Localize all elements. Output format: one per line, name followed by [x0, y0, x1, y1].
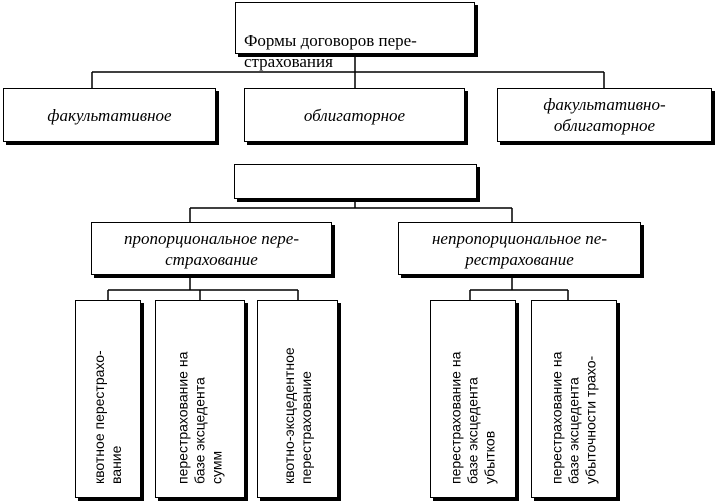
leaf-label-excess-of-loss: перестрахование на базе эксцедента убытк…	[447, 351, 498, 484]
leaf-label-stop-loss: перестрахование на базе эксцедента убыто…	[548, 351, 599, 484]
form-box-facultative: факультативное	[3, 88, 216, 142]
leaf-label-surplus-sums: перестрахование на базе эксцедента сумм	[174, 351, 225, 484]
leaf-stop-loss: перестрахование на базе эксцедента убыто…	[531, 300, 617, 498]
leaf-surplus-sums: перестрахование на базе эксцедента сумм	[155, 300, 245, 498]
leaf-label-quota: квотное перестрахо- вание	[91, 350, 124, 484]
leaf-quota-surplus: квотно-эксцедентное перестрахование	[257, 300, 338, 498]
diagram-title-box: Формы договоров пере- страхования	[235, 2, 475, 71]
diagram-title: Формы договоров пере- страхования	[244, 31, 417, 71]
branch-box-nonproportional: непропорциональное пе- рестрахование	[398, 222, 641, 275]
leaf-label-quota-surplus: квотно-эксцедентное перестрахование	[280, 347, 314, 484]
branch-label-nonproportional: непропорциональное пе- рестрахование	[432, 228, 607, 269]
empty-middle-box	[234, 164, 477, 199]
form-box-facultative-obligatory: факультативно- облигаторное	[497, 88, 712, 142]
form-label-facultative-obligatory: факультативно- облигаторное	[543, 95, 666, 135]
branch-label-proportional: пропорциональное пере- страхование	[123, 228, 300, 269]
leaf-quota: квотное перестрахо- вание	[75, 300, 141, 498]
form-box-obligatory: облигаторное	[244, 88, 465, 142]
leaf-excess-of-loss: перестрахование на базе эксцедента убытк…	[430, 300, 516, 498]
form-label-obligatory: облигаторное	[303, 105, 406, 125]
form-label-facultative: факультативное	[47, 105, 172, 125]
branch-box-proportional: пропорциональное пере- страхование	[91, 222, 332, 275]
